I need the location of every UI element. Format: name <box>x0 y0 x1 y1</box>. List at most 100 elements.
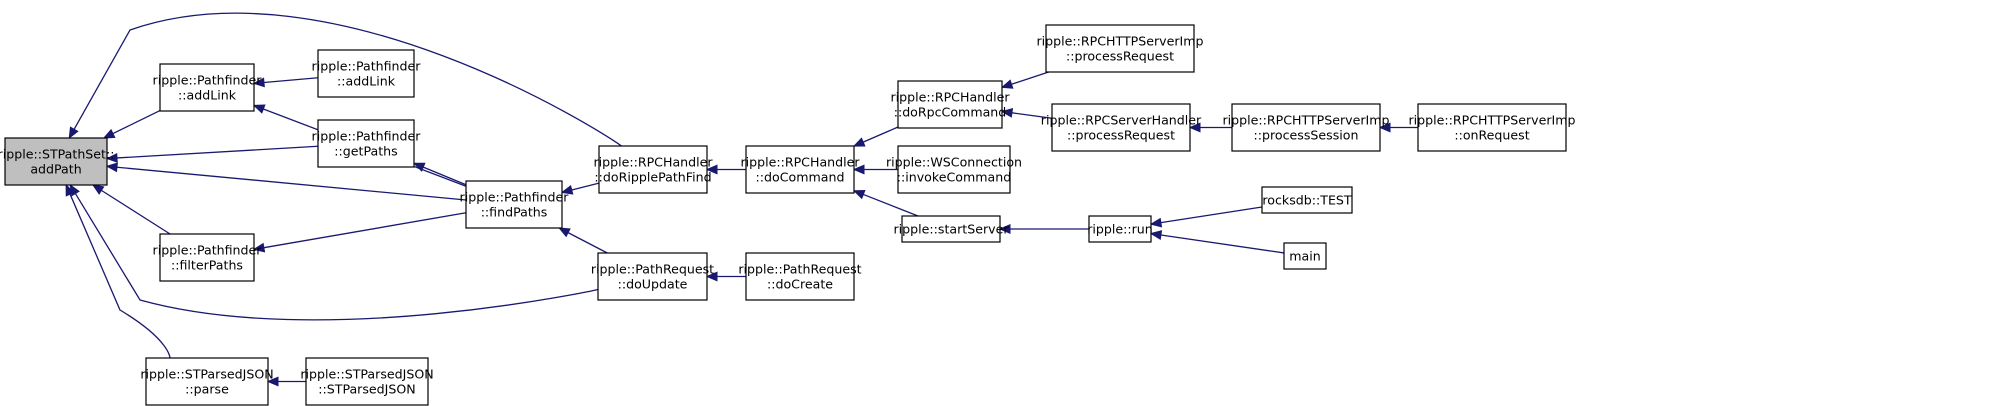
node-http-process-request[interactable]: ripple::RPCHTTPServerImp::processRequest <box>1036 24 1204 73</box>
edge-do-update-to-find-paths <box>558 227 608 254</box>
node-box <box>745 252 855 301</box>
edge-line <box>112 109 161 135</box>
node-run[interactable]: ripple::run <box>1087 215 1153 243</box>
node-label-line: rocksdb::TEST <box>1262 193 1352 208</box>
node-label-line: ::findPaths <box>481 205 548 220</box>
node-label-line: ripple::STParsedJSON <box>140 367 273 382</box>
arrow-head-icon <box>852 190 866 200</box>
node-label-line: ripple::Pathfinder <box>312 59 422 74</box>
edge-start-server-to-do-command <box>852 190 919 217</box>
edge-do-rpc-command-to-do-command <box>852 126 899 147</box>
node-box <box>317 49 415 98</box>
node-label-line: ::getPaths <box>334 144 397 159</box>
node-box <box>897 80 1003 129</box>
node-label-line: ::STParsedJSON <box>318 382 415 397</box>
arrow-head-icon <box>1000 79 1014 89</box>
node-stparsed-json[interactable]: ripple::STParsedJSON::STParsedJSON <box>300 357 434 406</box>
node-label-line: ripple::STPathSet:: <box>0 147 114 162</box>
node-label-line: ripple::Pathfinder <box>312 129 422 144</box>
node-start-server[interactable]: ripple::startServer <box>893 215 1009 243</box>
edge-filter-paths-to-add-path <box>91 184 171 235</box>
arrow-head-icon <box>1149 217 1163 228</box>
arrow-head-icon <box>69 183 80 197</box>
edge-http-process-request-to-do-rpc-command <box>1000 71 1049 89</box>
node-label-line: ripple::Pathfinder <box>153 73 263 88</box>
arrow-head-icon <box>1378 122 1391 133</box>
node-box <box>465 180 563 229</box>
edge-line <box>263 77 319 84</box>
arrow-head-icon <box>105 162 118 173</box>
arrow-head-icon <box>252 77 265 88</box>
node-label-line: ::doRipplePathFind <box>594 170 711 185</box>
edge-line <box>422 166 467 186</box>
node-box <box>159 63 255 112</box>
node-filter-paths[interactable]: ripple::Pathfinder::filterPaths <box>153 233 263 282</box>
node-label-line: ::doRpcCommand <box>894 105 1007 120</box>
edge-find-paths-to-get-paths <box>412 162 467 186</box>
node-label-line: ripple::PathRequest <box>738 262 861 277</box>
node-box <box>1261 186 1353 214</box>
arrow-head-icon <box>252 104 266 114</box>
arrow-head-icon <box>91 184 105 195</box>
arrow-head-icon <box>266 376 279 387</box>
edge-line <box>1011 112 1053 119</box>
node-find-paths[interactable]: ripple::Pathfinder::findPaths <box>460 180 570 229</box>
edge-do-update-to-add-path <box>69 183 599 321</box>
node-label-line: main <box>1289 249 1320 264</box>
node-main[interactable]: main <box>1283 242 1327 270</box>
edge-add-link-to-add-path <box>102 109 161 139</box>
edge-line <box>69 193 171 359</box>
arrow-head-icon <box>412 162 426 172</box>
arrow-head-icon <box>102 128 116 139</box>
node-label-line: ripple::RPCHTTPServerImp <box>1036 34 1203 49</box>
node-label-line: ripple::RPCHTTPServerImp <box>1222 113 1389 128</box>
edge-run-to-start-server <box>998 224 1089 234</box>
node-label-line: addPath <box>30 162 81 177</box>
node-get-paths[interactable]: ripple::Pathfinder::getPaths <box>312 119 422 168</box>
node-do-rpc-command[interactable]: ripple::RPCHandler::doRpcCommand <box>890 80 1010 129</box>
arrow-head-icon <box>1149 230 1163 240</box>
node-add-path[interactable]: ripple::STPathSet::addPath <box>0 137 114 186</box>
edge-line <box>101 189 171 235</box>
arrow-head-icon <box>705 271 718 282</box>
arrow-head-icon <box>998 224 1011 234</box>
edge-main-to-run <box>1149 230 1285 254</box>
node-box <box>745 145 855 194</box>
node-box <box>597 252 708 301</box>
node-process-session[interactable]: ripple::RPCHTTPServerImp::processSession <box>1222 103 1390 152</box>
node-label-line: ::doCommand <box>756 170 845 185</box>
edge-line <box>116 166 467 201</box>
node-label-line: ::processRequest <box>1067 128 1175 143</box>
node-do-ripple-path-find[interactable]: ripple::RPCHandler::doRipplePathFind <box>593 145 713 194</box>
node-rocksdb-test[interactable]: rocksdb::TEST <box>1261 186 1353 214</box>
edge-parse-to-add-path <box>65 183 171 359</box>
node-label-line: ::addLink <box>178 88 237 103</box>
edge-do-command-to-do-ripple-path-find <box>705 164 746 175</box>
arrow-head-icon <box>560 185 574 195</box>
edge-do-ripple-path-find-to-add-path <box>68 12 622 147</box>
node-do-command[interactable]: ripple::RPCHandler::doCommand <box>740 145 860 194</box>
edge-do-create-to-do-update <box>705 271 746 282</box>
node-box <box>901 215 1001 243</box>
edge-line <box>1160 206 1263 224</box>
node-label-line: ::processSession <box>1254 128 1359 143</box>
edge-line <box>567 232 608 254</box>
edge-rocksdb-test-to-run <box>1149 206 1263 228</box>
node-server-process-request[interactable]: ripple::RPCServerHandler::processRequest <box>1041 103 1202 152</box>
edge-line <box>73 12 622 147</box>
node-parse[interactable]: ripple::STParsedJSON::parse <box>140 357 274 406</box>
node-on-request[interactable]: ripple::RPCHTTPServerImp::onRequest <box>1408 103 1576 152</box>
node-label-line: ::processRequest <box>1066 49 1174 64</box>
node-add-link[interactable]: ripple::Pathfinder::addLink <box>153 63 263 112</box>
node-box <box>4 137 108 186</box>
node-label-line: ripple::WSConnection <box>886 155 1022 170</box>
node-box <box>1045 24 1195 73</box>
edge-stparsed-json-to-parse <box>266 376 306 387</box>
edge-process-session-to-server-process-request <box>1188 122 1232 133</box>
node-invoke-command[interactable]: ripple::WSConnection::invokeCommand <box>886 145 1022 194</box>
node-add-link2[interactable]: ripple::Pathfinder::addLink <box>312 49 422 98</box>
edge-get-paths-to-add-path <box>105 145 319 163</box>
node-do-create[interactable]: ripple::PathRequest::doCreate <box>738 252 862 301</box>
node-do-update[interactable]: ripple::PathRequest::doUpdate <box>591 252 714 301</box>
